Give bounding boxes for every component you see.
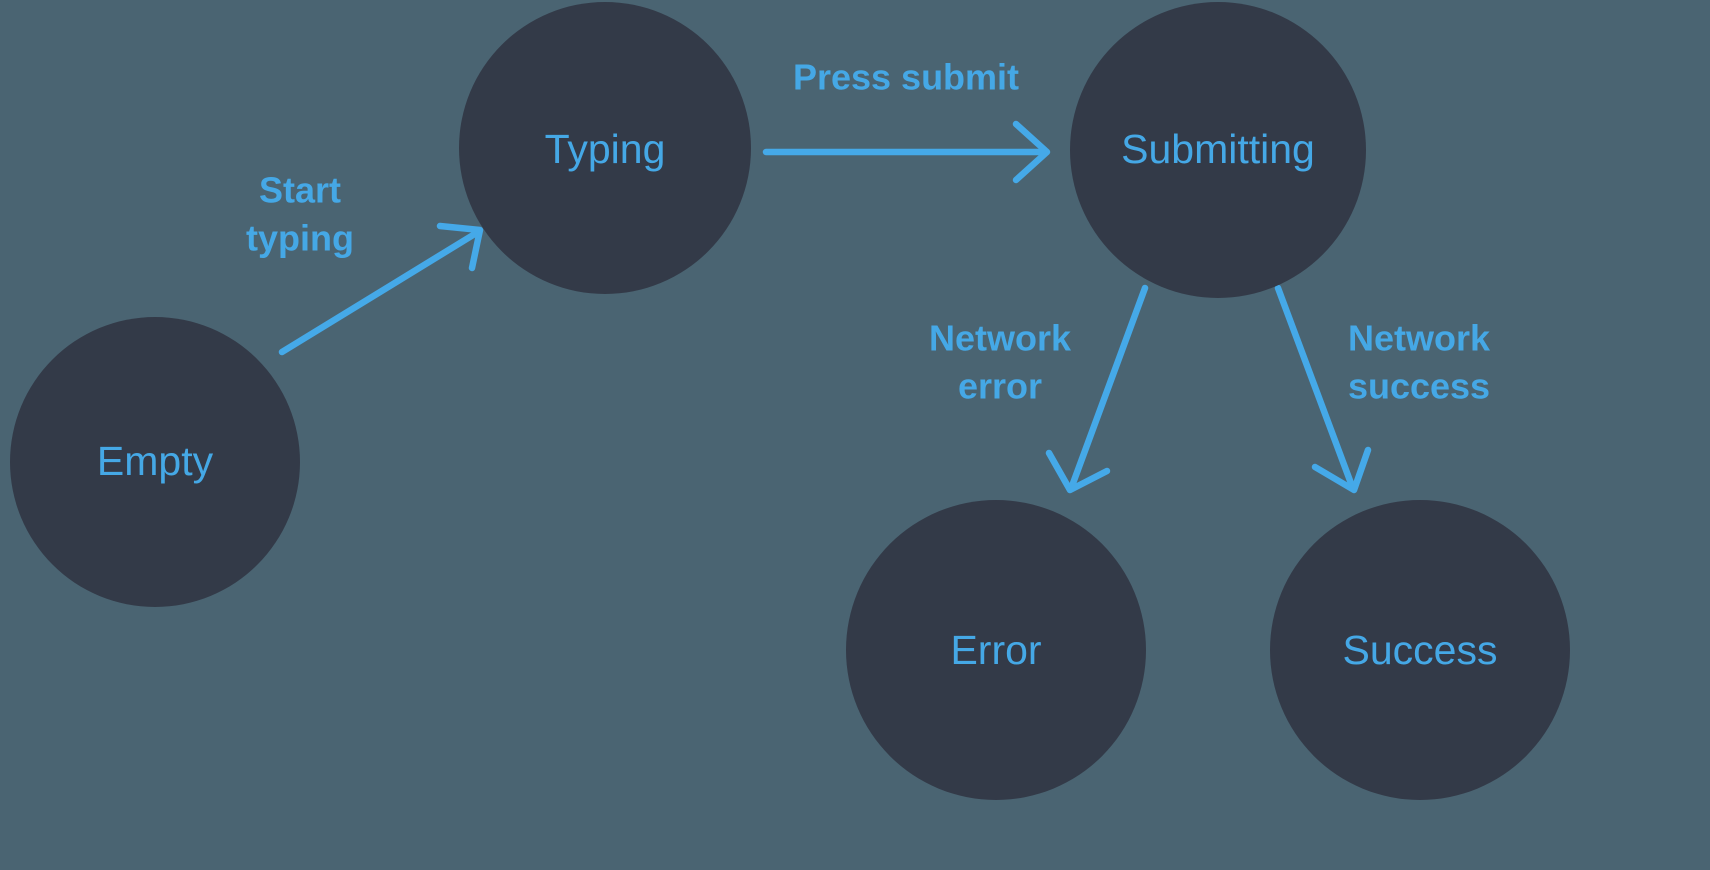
edge-label-typing-to-submitting: Press submit xyxy=(793,57,1019,98)
edge-label-network-success-line1: Network xyxy=(1348,318,1491,359)
node-error[interactable]: Error xyxy=(846,500,1146,800)
node-empty-circle[interactable] xyxy=(10,317,300,607)
node-success-circle[interactable] xyxy=(1270,500,1570,800)
edge-submitting-to-success-line xyxy=(1274,284,1356,490)
edge-label-empty-to-typing: Start typing xyxy=(246,170,354,259)
edge-submitting-to-error-line xyxy=(1068,284,1149,490)
node-error-circle[interactable] xyxy=(846,500,1146,800)
node-submitting-circle[interactable] xyxy=(1070,2,1366,298)
edge-typing-to-submitting xyxy=(762,120,1051,184)
edge-submitting-to-success xyxy=(1274,284,1372,494)
edge-label-submitting-to-success: Network success xyxy=(1348,318,1491,407)
edge-submitting-to-error-arrowhead xyxy=(1045,449,1111,494)
node-empty-label: Empty xyxy=(97,438,214,484)
node-typing[interactable]: Typing xyxy=(459,2,751,294)
edge-empty-to-typing xyxy=(278,222,484,356)
node-typing-circle[interactable] xyxy=(459,2,751,294)
edge-label-network-success-line2: success xyxy=(1348,366,1490,407)
node-success-label: Success xyxy=(1343,627,1498,673)
edge-label-start-typing-line2: typing xyxy=(246,218,354,259)
edge-typing-to-submitting-arrowhead xyxy=(1012,120,1051,184)
node-empty[interactable]: Empty xyxy=(10,317,300,607)
edge-submitting-to-success-arrowhead xyxy=(1311,446,1372,494)
edge-label-network-error-line2: error xyxy=(958,366,1042,407)
node-success[interactable]: Success xyxy=(1270,500,1570,800)
edge-submitting-to-error xyxy=(1045,284,1149,494)
node-submitting-label: Submitting xyxy=(1121,126,1315,172)
node-submitting[interactable]: Submitting xyxy=(1070,2,1366,298)
edge-label-submitting-to-error: Network error xyxy=(929,318,1072,407)
edge-label-start-typing-line1: Start xyxy=(259,170,341,211)
edge-empty-to-typing-line xyxy=(278,228,482,356)
node-typing-label: Typing xyxy=(545,126,666,172)
edge-label-press-submit: Press submit xyxy=(793,57,1019,98)
node-error-label: Error xyxy=(950,627,1041,673)
edge-empty-to-typing-arrowhead xyxy=(436,222,484,272)
edge-label-network-error-line1: Network xyxy=(929,318,1072,359)
